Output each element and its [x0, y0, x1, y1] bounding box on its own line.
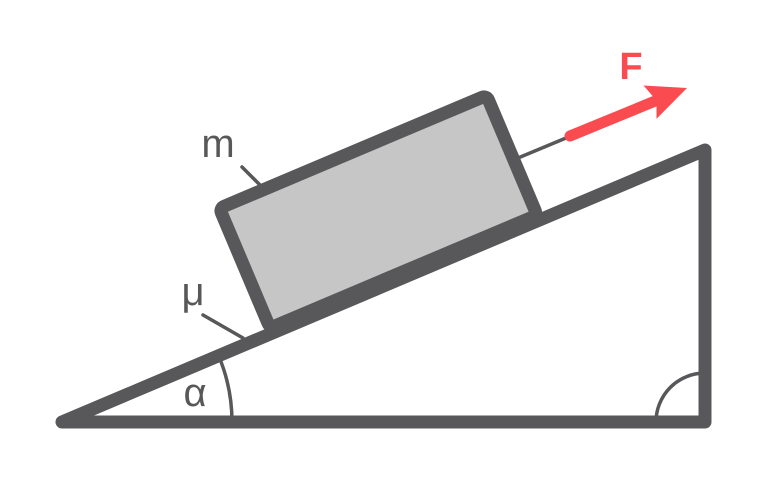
- friction-label: μ: [181, 270, 204, 314]
- mass-block-group: [214, 90, 543, 333]
- angle-alpha-arc: [216, 353, 234, 424]
- force-arrow-head: [643, 85, 687, 119]
- force-arrow-shaft: [564, 96, 660, 142]
- mass-label: m: [201, 122, 234, 166]
- mass-leader-line: [240, 165, 263, 188]
- mass-block: [214, 90, 543, 333]
- force-label: F: [619, 46, 642, 88]
- right-angle-arc: [654, 371, 707, 424]
- friction-leader-line: [201, 313, 245, 340]
- angle-label: α: [183, 371, 206, 415]
